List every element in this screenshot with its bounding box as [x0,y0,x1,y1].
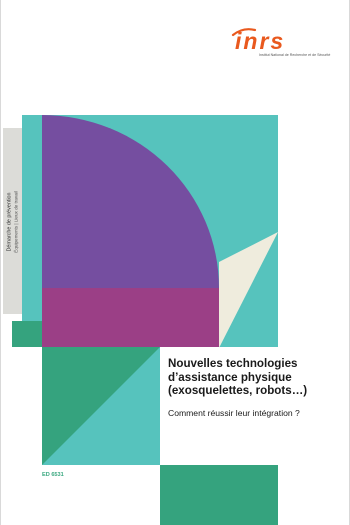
side-label-band [3,128,22,314]
inrs-logo: inrs Institut National de Recherche et d… [229,26,331,60]
bottom-green-square [160,465,278,525]
document-title-line: d’assistance physique [168,370,292,384]
document-title-line: (exosquelettes, robots…) [168,384,308,398]
reference-code: ED 6531 [42,472,64,478]
document-subtitle: Comment réussir leur intégration ? [168,407,300,418]
cream-triangle [219,232,278,348]
lower-teal-triangle [42,347,160,465]
inrs-swoosh-icon [231,28,257,37]
document-title-line: Nouvelles technologies [168,357,298,370]
side-label: Démarche de prévention Équipements | Lie… [4,134,21,310]
purple-quarter-circle [42,115,219,288]
title-block: Nouvelles technologies d’assistance phys… [168,357,348,418]
side-label-line2: Équipements | Lieux de travail [13,191,18,253]
logo-wordmark: inrs [235,28,286,54]
left-green-square [12,321,42,347]
logo-tagline: Institut National de Recherche et de Séc… [259,53,331,57]
magenta-band [42,288,219,347]
side-label-line1: Démarche de prévention [6,192,12,252]
